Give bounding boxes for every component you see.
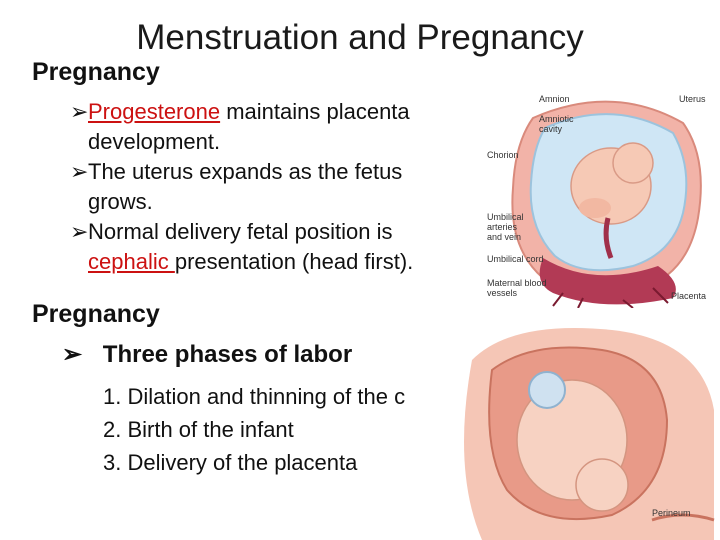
slide-title-text: Menstruation and Pregnancy — [136, 18, 584, 57]
list-item: 3. Delivery of the placenta — [103, 450, 358, 475]
bullet-continuation: cephalic presentation (head first). — [70, 247, 490, 277]
list-item: 1. Dilation and thinning of the c — [103, 384, 406, 409]
section-heading-1: Pregnancy — [32, 58, 160, 86]
slide-title: Menstruation and Pregnancy — [0, 18, 720, 58]
label-placenta: Placenta — [671, 291, 706, 301]
label-amniotic-cavity: cavity — [539, 124, 563, 134]
bullet-text: presentation (head first). — [174, 249, 414, 274]
label-umbilical-cord: Umbilical cord — [487, 254, 544, 264]
arrow-bullet-icon: ➢ — [70, 219, 89, 244]
label-uterus: Uterus — [679, 94, 706, 104]
label-umbilical-arteries: and vein — [487, 232, 521, 242]
bullet-text: The uterus expands as the fetus — [88, 159, 403, 184]
arrow-bullet-icon: ➢ — [70, 99, 89, 124]
label-maternal-blood-vessels: Maternal blood — [487, 278, 547, 288]
bullet-item: ➢ Normal delivery fetal position is — [70, 217, 490, 247]
label-umbilical-arteries: arteries — [487, 222, 518, 232]
label-maternal-blood-vessels: vessels — [487, 288, 518, 298]
bullet-text: grows. — [88, 189, 153, 214]
arrow-bullet-icon: ➢ — [70, 159, 89, 184]
bullet-list-1: ➢ Progesterone maintains placenta develo… — [70, 97, 490, 277]
bullet-item: ➢ The uterus expands as the fetus — [70, 157, 490, 187]
labor-phases-list: 1. Dilation and thinning of the c 2. Bir… — [103, 380, 405, 479]
subheading: Three phases of labor — [102, 341, 353, 368]
label-chorion: Chorion — [487, 150, 519, 160]
bullet-item: ➢ Progesterone maintains placenta — [70, 97, 490, 127]
arrow-bullet-icon: ➢ — [62, 341, 83, 368]
label-perineum: Perineum — [652, 508, 691, 518]
section-heading-2: Pregnancy — [32, 300, 160, 328]
bullet-text: development. — [88, 129, 221, 154]
highlight-term: cephalic — [88, 249, 175, 274]
bullet-continuation: development. — [70, 127, 490, 157]
labor-birth-diagram: Perineum — [464, 328, 715, 540]
fetus-in-uterus-diagram: Amnion Uterus Amniotic cavity Chorion Um… — [487, 94, 706, 308]
bullet-text: Normal delivery fetal position is — [88, 219, 393, 244]
subheading-row: ➢ Three phases of labor — [62, 340, 352, 369]
bullet-text: maintains placenta — [220, 99, 410, 124]
list-item: 2. Birth of the infant — [103, 417, 294, 442]
bullet-continuation: grows. — [70, 187, 490, 217]
highlight-term: Progesterone — [88, 99, 221, 124]
label-umbilical-arteries: Umbilical — [487, 212, 524, 222]
label-amnion: Amnion — [539, 94, 570, 104]
label-amniotic-cavity: Amniotic — [539, 114, 574, 124]
